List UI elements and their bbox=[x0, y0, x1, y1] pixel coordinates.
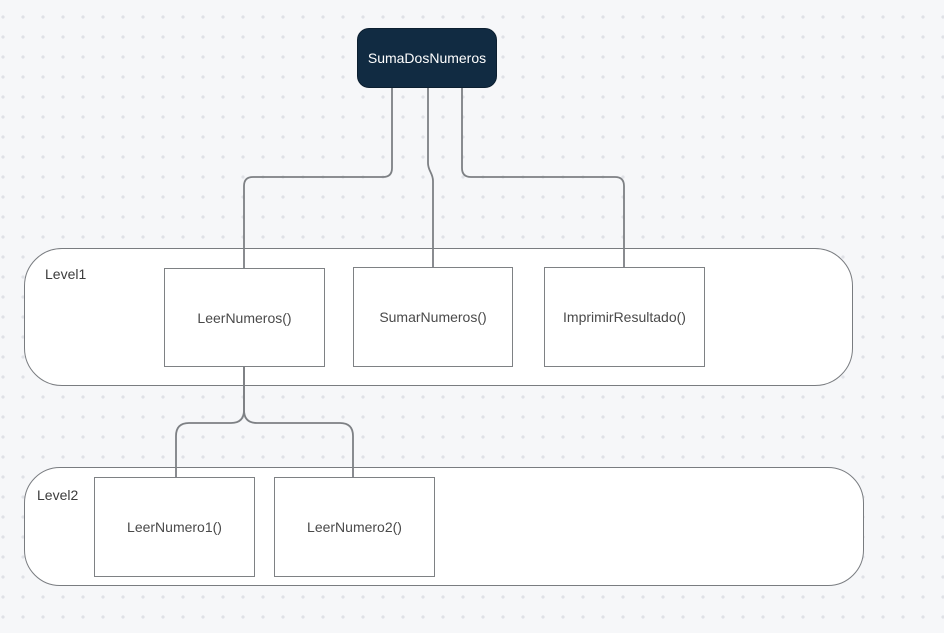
node-leernumero1-label: LeerNumero1() bbox=[127, 519, 222, 535]
node-sumadosnumeros-label: SumaDosNumeros bbox=[367, 50, 487, 66]
group-level1-label: Level1 bbox=[45, 266, 87, 282]
node-leernumero2[interactable]: LeerNumero2() bbox=[274, 477, 435, 577]
node-imprimirresultado-label: ImprimirResultado() bbox=[563, 309, 686, 325]
edge-root-to-sumarnumeros bbox=[427, 88, 434, 268]
node-sumarnumeros[interactable]: SumarNumeros() bbox=[353, 267, 513, 367]
node-sumadosnumeros[interactable]: SumaDosNumeros bbox=[357, 28, 497, 88]
node-leernumeros[interactable]: LeerNumeros() bbox=[164, 268, 325, 367]
node-imprimirresultado[interactable]: ImprimirResultado() bbox=[544, 267, 705, 367]
group-level2-label: Level2 bbox=[37, 487, 79, 503]
edge-root-to-imprimirresultado bbox=[461, 88, 625, 268]
node-leernumero2-label: LeerNumero2() bbox=[307, 519, 402, 535]
node-leernumeros-label: LeerNumeros() bbox=[197, 309, 292, 326]
edge-root-to-leernumeros bbox=[243, 88, 393, 269]
node-leernumero1[interactable]: LeerNumero1() bbox=[94, 477, 255, 577]
node-sumarnumeros-label: SumarNumeros() bbox=[379, 309, 487, 325]
